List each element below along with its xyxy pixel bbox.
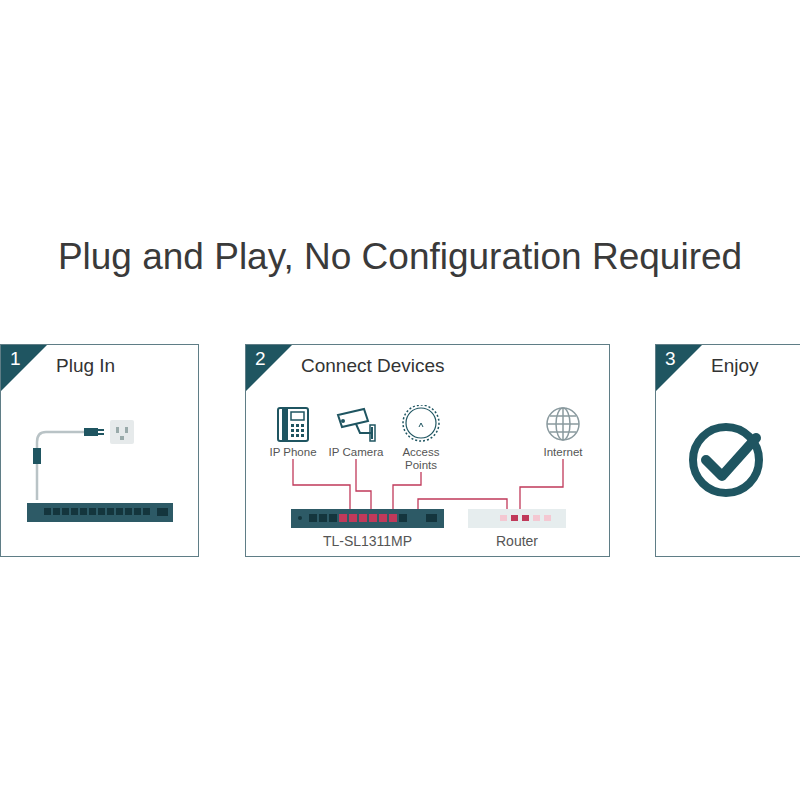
step-panel: 1 Plug In [0, 344, 199, 557]
switch-box: TL-SL1311MP [291, 509, 444, 528]
outlet-slot [120, 436, 124, 440]
cord-ferrite [33, 448, 41, 464]
step-heading: Enjoy [711, 355, 759, 377]
outlet-slot [125, 427, 128, 433]
port [89, 508, 96, 515]
device-icon: Internet [528, 405, 598, 459]
device-icon: Access Points [392, 405, 450, 472]
step-number: 1 [10, 348, 21, 370]
device-label: Access Points [392, 446, 450, 472]
network-cable [293, 459, 350, 509]
step-heading: Connect Devices [301, 355, 445, 377]
port [53, 508, 60, 515]
wall-outlet [110, 420, 134, 444]
power-cord [37, 432, 84, 500]
network-cable [356, 459, 371, 509]
port [71, 508, 78, 515]
sfp-port [157, 508, 168, 516]
outlet-slot [116, 427, 119, 433]
router-box: Router [468, 509, 566, 528]
port [116, 508, 123, 515]
plug-prongs [98, 430, 104, 434]
network-cable [520, 459, 563, 509]
device-name: TL-SL1311MP [261, 533, 474, 549]
port [134, 508, 141, 515]
port [125, 508, 132, 515]
step-number: 3 [665, 348, 676, 370]
step-panel: 3 Enjoy [655, 344, 800, 557]
port [98, 508, 105, 515]
device-name: Router [438, 533, 596, 549]
device-icon: IP Phone [258, 405, 328, 459]
switch-illustration [27, 503, 173, 522]
step-badge [1, 345, 47, 391]
port [107, 508, 114, 515]
step-panel: 2 Connect Devices IP PhoneIP CameraAccess … [245, 344, 610, 557]
device-label: IP Camera [321, 446, 391, 459]
device-icon: IP Camera [321, 405, 391, 459]
port [80, 508, 87, 515]
device-label: IP Phone [258, 446, 328, 459]
check-mark [706, 438, 756, 476]
step-number: 2 [255, 348, 266, 370]
step-badge [656, 345, 702, 391]
port [143, 508, 150, 515]
step-heading: Plug In [56, 355, 115, 377]
power-plug [84, 428, 98, 436]
port [44, 508, 51, 515]
check-circle [693, 427, 759, 493]
network-cable [393, 472, 421, 509]
step-badge [246, 345, 292, 391]
network-cable [418, 499, 507, 509]
port [62, 508, 69, 515]
title: Plug and Play, No Configuration Required [0, 236, 800, 278]
device-label: Internet [528, 446, 598, 459]
